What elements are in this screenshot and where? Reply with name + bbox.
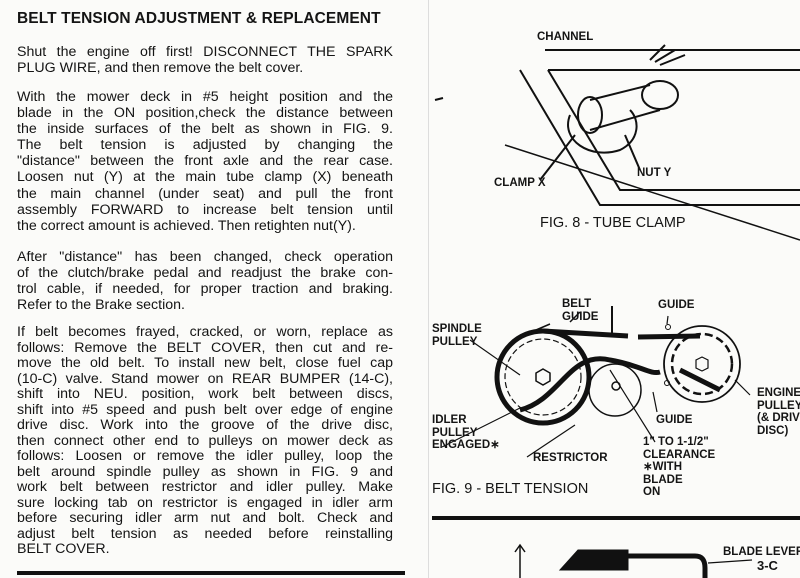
- fig9-caption: FIG. 9 - BELT TENSION: [432, 481, 589, 497]
- label-line: IDLER: [432, 414, 467, 426]
- paragraph-line: PLUG WIRE, and then remove the belt cove…: [17, 60, 304, 77]
- paragraph-line: belt around spindle pulley as shown in F…: [17, 463, 393, 480]
- label-line: SPINDLE: [432, 323, 482, 335]
- paragraph-line: The belt tension is adjusted by changing…: [17, 137, 393, 154]
- label-nut-y: NUT Y: [637, 167, 672, 179]
- paragraph-line: shift into #5 speed and push belt over e…: [17, 401, 393, 418]
- paragraph-line: follows: Loosen or remove the idler pull…: [17, 448, 393, 464]
- label-3c: 3-C: [757, 558, 778, 573]
- paragraph-safety: Shut the engine off first! DISCONNECT TH…: [17, 44, 393, 76]
- label-line: PULLEY: [432, 335, 478, 348]
- paragraph-line: (10-C) valve. Stand mower on REAR BUMPER…: [17, 370, 393, 387]
- section-heading: BELT TENSION ADJUSTMENT & REPLACEMENT: [17, 10, 381, 27]
- label-line: 1" TO 1-1/2": [643, 436, 709, 448]
- paragraph-line: With the mower deck in #5 height positio…: [17, 89, 393, 105]
- paragraph-line: BELT COVER.: [17, 541, 110, 557]
- divider-right: [432, 516, 800, 520]
- paragraph-line: Shut the engine off first! DISCONNECT TH…: [17, 44, 393, 60]
- fig8-caption: FIG. 8 - TUBE CLAMP: [540, 215, 686, 231]
- label-line: DISC): [757, 424, 789, 437]
- label-clamp-x: CLAMP X: [494, 177, 546, 189]
- paragraph-line: shift into NEU. position, work belt betw…: [17, 386, 393, 402]
- paragraph-line: "distance" between the front axle and th…: [17, 153, 393, 170]
- paragraph-line: Refer to the Brake section.: [17, 297, 185, 314]
- paragraph-line: move the old belt. To install new belt, …: [17, 355, 393, 371]
- label-guide-top: GUIDE: [658, 299, 695, 311]
- paragraph-line: adjust belt tension as needed before rei…: [17, 525, 393, 542]
- paragraph-line: before securing idler arm nut and bolt. …: [17, 510, 393, 526]
- label-line: CLEARANCE: [643, 448, 716, 461]
- label-line: ∗WITH: [643, 461, 683, 473]
- paragraph-adjustment: With the mower deck in #5 height positio…: [17, 89, 393, 234]
- label-guide-bottom: GUIDE: [656, 414, 693, 426]
- label-line: ENGINE: [757, 387, 800, 399]
- label-line: ENGAGED∗: [432, 439, 500, 451]
- paragraph-line: trol cable, if needed, for proper tracti…: [17, 281, 393, 298]
- paragraph-line: If belt becomes frayed, cracked, or worn…: [17, 324, 393, 340]
- paragraph-line: drive disc. Work into the groove of the …: [17, 417, 393, 433]
- label-line: PULLEY: [432, 426, 478, 439]
- column-gutter: [428, 0, 429, 578]
- paragraph-line: the main channel (under seat) and pull t…: [17, 185, 393, 202]
- label-line: ON: [643, 486, 661, 498]
- divider-left: [17, 571, 405, 575]
- paragraph-line: assembly FORWARD to increase belt tensio…: [17, 201, 393, 218]
- label-restrictor: RESTRICTOR: [533, 452, 608, 464]
- paragraph-line: of the clutch/brake pedal and readjust t…: [17, 265, 393, 282]
- label-line: BLADE: [643, 473, 683, 486]
- paragraph-line: sure locking tab on restrictor is engage…: [17, 494, 393, 511]
- label-line: PULLEY: [757, 399, 800, 412]
- paragraph-line: After "distance" has been changed, check…: [17, 249, 393, 265]
- label-line: BELT: [562, 298, 592, 310]
- paragraph-line: then connect other end to pulleys on mow…: [17, 432, 393, 449]
- paragraph-line: blade in the ON position,check the dista…: [17, 105, 393, 122]
- paragraph-line: the inside surfaces of the belt as shown…: [17, 121, 393, 138]
- paragraph-line: the correct amount is achieved. Then ret…: [17, 217, 356, 234]
- label-line: GUIDE: [562, 310, 599, 323]
- label-blade-lever: BLADE LEVER: [723, 546, 800, 558]
- paragraph-line: work belt between restrictor and idler p…: [17, 479, 393, 495]
- label-line: (& DRIVE: [757, 412, 800, 424]
- paragraph-line: follows: Remove the BELT COVER, then cut…: [17, 339, 393, 356]
- paragraph-line: Loosen nut (Y) at the main tube clamp (X…: [17, 169, 393, 186]
- paragraph-replacement: If belt becomes frayed, cracked, or worn…: [17, 324, 393, 558]
- paragraph-after-distance: After "distance" has been changed, check…: [17, 249, 393, 313]
- label-channel: CHANNEL: [537, 31, 594, 43]
